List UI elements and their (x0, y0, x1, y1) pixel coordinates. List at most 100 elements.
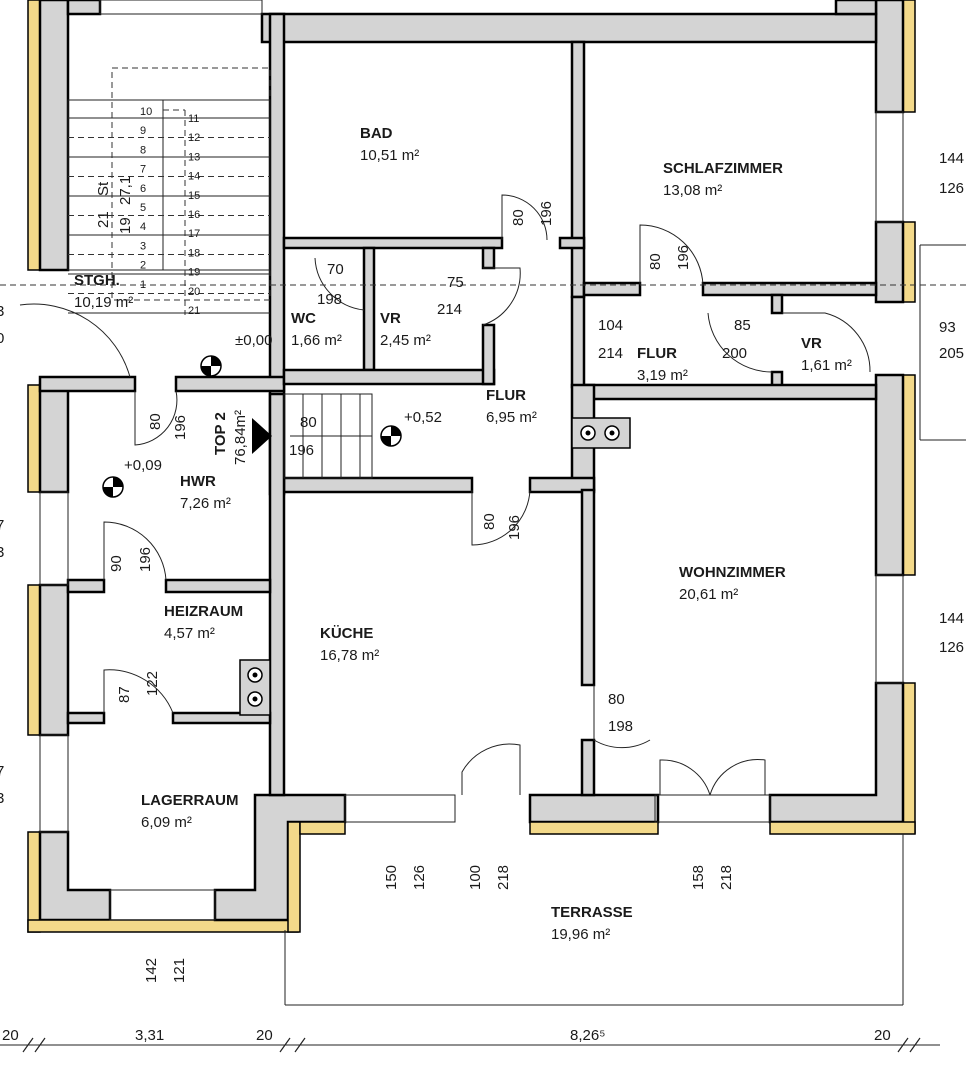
stair-step-number: 16 (188, 209, 200, 221)
dim-right-6: 126 (939, 639, 964, 656)
wall-bad-bottom-2 (558, 236, 586, 250)
wall-left-2 (38, 383, 70, 494)
dim-left-3: 7 (0, 517, 4, 534)
level-marker-1 (200, 355, 222, 377)
dim-left-1: 3 (0, 303, 4, 320)
dim-vr2-height: 200 (722, 345, 747, 362)
top-area: 76,84m² (232, 410, 249, 465)
dim-right-3: 93 (939, 319, 956, 336)
insulation-left-3 (27, 584, 41, 736)
wall-heiz-lager (66, 711, 106, 725)
dim-right-5: 144 (939, 610, 964, 627)
insulation-bottom-mid (299, 821, 346, 835)
door-swings (19, 194, 871, 796)
wall-right-lower (874, 373, 905, 577)
stair-st-value-2: 27,1 (117, 176, 134, 205)
wall-top (260, 12, 878, 44)
dim-left-2: 0 (0, 330, 4, 347)
room-name-wc: WC (291, 310, 316, 327)
dim-left-5: 7 (0, 763, 4, 780)
dim-win-k1-height: 126 (411, 865, 428, 890)
level-value-3: +0,09 (124, 457, 162, 474)
wall-stgh-bottom (38, 375, 137, 393)
wall-top-stub (834, 0, 878, 16)
bottom-dim-2: 3,31 (135, 1027, 164, 1044)
stair-step-number: 4 (140, 221, 146, 233)
wall-bad-schlaf (570, 40, 586, 299)
wall-flur-bottom-2 (528, 476, 596, 494)
room-area-schlafzimmer: 13,08 m² (663, 182, 722, 199)
wall-left-3 (38, 583, 70, 737)
dim-left-4: 3 (0, 544, 4, 561)
stair-step-number: 21 (188, 305, 200, 317)
utility-box-flur (571, 417, 631, 449)
stair-step-number: 5 (140, 202, 146, 214)
wall-right-top (874, 0, 905, 114)
wall-flur2-left (570, 295, 586, 389)
dim-win-k1-width: 150 (383, 865, 400, 890)
dimension-lines (0, 244, 966, 1046)
dim-hwr-heiz-width: 90 (108, 555, 125, 572)
stair-step-number: 7 (140, 164, 146, 176)
room-name-hwr: HWR (180, 473, 216, 490)
dim-flur-small-width: 80 (300, 414, 317, 431)
dim-heiz-lager-height: 122 (144, 671, 161, 696)
dimension-tick (909, 1037, 921, 1053)
dimension-tick (294, 1037, 306, 1053)
stair-step-number: 15 (188, 190, 200, 202)
dim-vr1-height: 214 (437, 301, 462, 318)
dim-vr2-width: 85 (734, 317, 751, 334)
wall-kueche-wohn-2 (580, 738, 596, 797)
dim-flur2-height: 214 (598, 345, 623, 362)
room-area-lagerraum: 6,09 m² (141, 814, 192, 831)
wall-bottom-lager-right (213, 793, 347, 922)
dim-flur2-width: 104 (598, 317, 623, 334)
room-area-bad: 10,51 m² (360, 147, 419, 164)
dim-door-k-height: 218 (495, 865, 512, 890)
dim-win-lager-width: 142 (143, 958, 160, 983)
windows (39, 0, 904, 921)
insulation-left-4 (27, 831, 41, 933)
room-area-vr-1: 2,45 m² (380, 332, 431, 349)
dim-door-w-height: 218 (718, 865, 735, 890)
dim-wohn-height: 198 (608, 718, 633, 735)
entry-arrow-icon (252, 418, 272, 454)
level-marker-2 (380, 425, 402, 447)
dim-wohn-width: 80 (608, 691, 625, 708)
wall-hwr-right (268, 392, 286, 797)
dim-vr1-width: 75 (447, 274, 464, 291)
wall-wc-vr (362, 246, 376, 372)
utility-box-heizraum (239, 659, 271, 716)
top-label: TOP 2 (212, 412, 229, 455)
insulation-right-bottom (902, 682, 916, 834)
level-marker-3 (102, 476, 124, 498)
room-area-heizraum: 4,57 m² (164, 625, 215, 642)
room-area-flur-2: 3,19 m² (637, 367, 688, 384)
dim-wc-height: 198 (317, 291, 342, 308)
stair-st-label: St (95, 181, 112, 196)
stair-step-number: 19 (188, 267, 200, 279)
level-value-2: +0,52 (404, 409, 442, 426)
dimension-tick (22, 1037, 34, 1053)
room-area-flur-1: 6,95 m² (486, 409, 537, 426)
wall-bad-bottom (282, 236, 504, 250)
room-name-vr-2: VR (801, 335, 822, 352)
room-name-stgh: STGH. (74, 272, 120, 289)
dim-door-k-width: 100 (467, 865, 484, 890)
wall-kueche-wohn (580, 488, 596, 687)
dim-kueche-height: 196 (506, 515, 523, 540)
wall-right-bottom (768, 681, 905, 824)
room-name-lagerraum: LAGERRAUM (141, 792, 239, 809)
room-name-wohnzimmer: WOHNZIMMER (679, 564, 786, 581)
insulation-bottom-left (27, 919, 299, 933)
stair-st-value-3: 19 (117, 217, 134, 234)
bottom-dim-3: 20 (256, 1027, 273, 1044)
stair-step-number: 3 (140, 240, 146, 252)
wall-schlaf-bottom-2 (701, 281, 878, 297)
wall-hwr-heiz (66, 578, 106, 594)
room-area-wc: 1,66 m² (291, 332, 342, 349)
room-area-hwr: 7,26 m² (180, 495, 231, 512)
wall-wcvr-bottom (282, 368, 496, 386)
